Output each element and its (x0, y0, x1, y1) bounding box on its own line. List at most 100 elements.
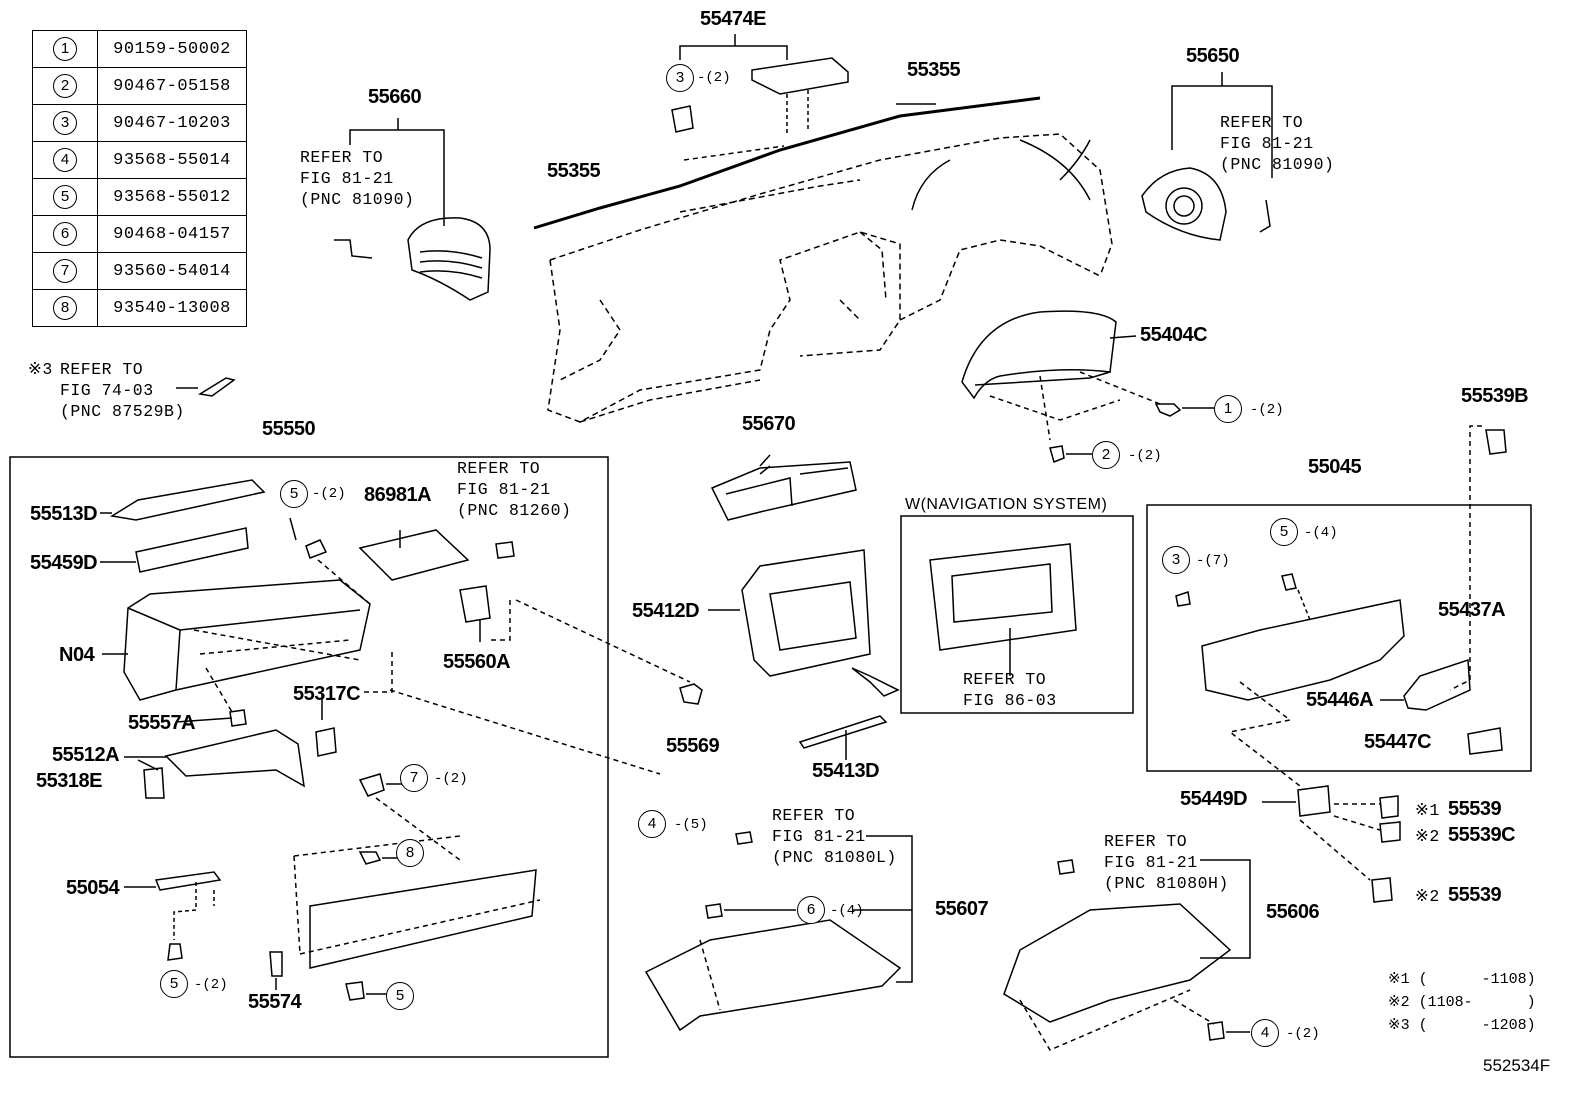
center-vent-shape (710, 461, 857, 521)
part-label-55539-x2: 55539 (1448, 884, 1502, 906)
part-label-55437a: 55437A (1438, 599, 1506, 621)
legend-part-number: 93540-13008 (97, 289, 247, 327)
door-panel-shape (309, 869, 537, 969)
clip-55318e-shape (143, 767, 165, 799)
callout-circle-3: 3 (1162, 546, 1190, 574)
glove-box-group-frame (9, 456, 609, 1058)
legend-key: 4 (32, 141, 98, 179)
legend-key: 8 (32, 289, 98, 327)
callout-circle-5: 5 (160, 970, 188, 998)
callout-qty: -(4) (1304, 525, 1338, 541)
legend-key-circle: 3 (53, 111, 77, 135)
refer-to-fig-74-03: REFER TO FIG 74-03 (PNC 87529B) (60, 360, 185, 421)
part-label-55560a: 55560A (443, 651, 511, 673)
tray-55512a-shape (164, 729, 305, 788)
meter-hood-shape (961, 310, 1117, 400)
side-vent-left-shape (407, 217, 491, 301)
date-note: ※3 ( -1208) (1388, 1017, 1536, 1034)
legend-row: 7 93560-54014 (32, 252, 247, 290)
refer-to-fig-86-03: REFER TO FIG 86-03 (963, 670, 1057, 710)
callout-qty: -(2) (194, 977, 228, 993)
part-label-86981a: 86981A (364, 484, 432, 506)
refer-to-fig-81-21-pnc-81260: REFER TO FIG 81-21 (PNC 81260) (457, 459, 572, 520)
refer-to-fig-81-21-pnc-81090-right: REFER TO FIG 81-21 (PNC 81090) (1220, 113, 1335, 174)
navigation-box-frame (900, 515, 1134, 714)
callout-circle-4: 4 (638, 810, 666, 838)
callout-qty: -(2) (697, 70, 731, 86)
callout-circle-2: 2 (1092, 441, 1120, 469)
part-label-55446a: 55446A (1306, 689, 1374, 711)
part-label-55606: 55606 (1266, 901, 1320, 923)
legend-key: 6 (32, 215, 98, 253)
part-label-55650: 55650 (1186, 45, 1240, 67)
cover-55474e-shape (751, 57, 849, 95)
legend-key-circle: 8 (53, 296, 77, 320)
part-label-55513d: 55513D (30, 503, 98, 525)
callout-qty: -(5) (674, 817, 708, 833)
note-mark-1: ※1 (1415, 801, 1440, 820)
part-label-n04: N04 (59, 644, 95, 666)
legend-key: 1 (32, 30, 98, 68)
part-label-55550: 55550 (262, 418, 316, 440)
legend-row: 8 93540-13008 (32, 289, 247, 327)
callout-qty: -(2) (1286, 1026, 1320, 1042)
legend-part-number: 93568-55012 (97, 178, 247, 216)
callout-qty: -(2) (1250, 402, 1284, 418)
center-bezel-shape (741, 549, 871, 677)
callout-circle-5: 5 (1270, 518, 1298, 546)
legend-key-circle: 4 (53, 148, 77, 172)
switch-panel-shape (1201, 599, 1405, 701)
switch-55447c-shape (1467, 727, 1503, 755)
callout-circle-5: 5 (280, 480, 308, 508)
legend-key-circle: 7 (53, 259, 77, 283)
callout-circle-6: 6 (797, 896, 825, 924)
refer-to-fig-81-21-pnc-81090-left: REFER TO FIG 81-21 (PNC 81090) (300, 148, 415, 209)
dash-strip-shape (533, 96, 1041, 230)
legend-row: 6 90468-04157 (32, 215, 247, 253)
callout-qty: -(2) (312, 486, 346, 502)
legend-key: 5 (32, 178, 98, 216)
callout-circle-5: 5 (386, 982, 414, 1010)
part-label-55670: 55670 (742, 413, 796, 435)
part-label-55054: 55054 (66, 877, 120, 899)
legend-key: 3 (32, 104, 98, 142)
legend-part-number: 90159-50002 (97, 30, 247, 68)
part-label-55045: 55045 (1308, 456, 1362, 478)
part-label-55413d: 55413D (812, 760, 880, 782)
legend-key-circle: 6 (53, 222, 77, 246)
part-label-55607: 55607 (935, 898, 989, 920)
note-mark-2: ※2 (1415, 827, 1440, 846)
part-label-55512a: 55512A (52, 744, 120, 766)
part-label-55557a: 55557A (128, 712, 196, 734)
callout-circle-1: 1 (1214, 395, 1242, 423)
date-note: ※1 ( -1108) (1388, 971, 1536, 988)
glove-box-shape (123, 579, 371, 701)
latch-55560a-shape (459, 585, 491, 623)
note-mark-3: ※3 (28, 360, 53, 379)
part-label-55355-top: 55355 (907, 59, 961, 81)
callout-qty: -(4) (830, 903, 864, 919)
part-label-55539c: 55539C (1448, 824, 1516, 846)
strip-55513d-shape (109, 479, 266, 521)
part-label-55449d: 55449D (1180, 788, 1248, 810)
refer-to-fig-81-21-pnc-81080l: REFER TO FIG 81-21 (PNC 81080L) (772, 806, 897, 867)
callout-circle-7: 7 (400, 764, 428, 792)
legend-part-number: 93560-54014 (97, 252, 247, 290)
callout-circle-3: 3 (666, 64, 694, 92)
navigation-box-title: W(NAVIGATION SYSTEM) (905, 496, 1108, 513)
switch-bezel-shape (1403, 658, 1471, 711)
part-label-55660: 55660 (368, 86, 422, 108)
part-label-55569: 55569 (666, 735, 720, 757)
navigation-unit-shape (929, 543, 1077, 651)
part-label-55539-x1: 55539 (1448, 798, 1502, 820)
callout-qty: -(2) (1128, 448, 1162, 464)
instrument-panel-outline-shape (547, 133, 1113, 423)
legend-part-number: 90468-04157 (97, 215, 247, 253)
